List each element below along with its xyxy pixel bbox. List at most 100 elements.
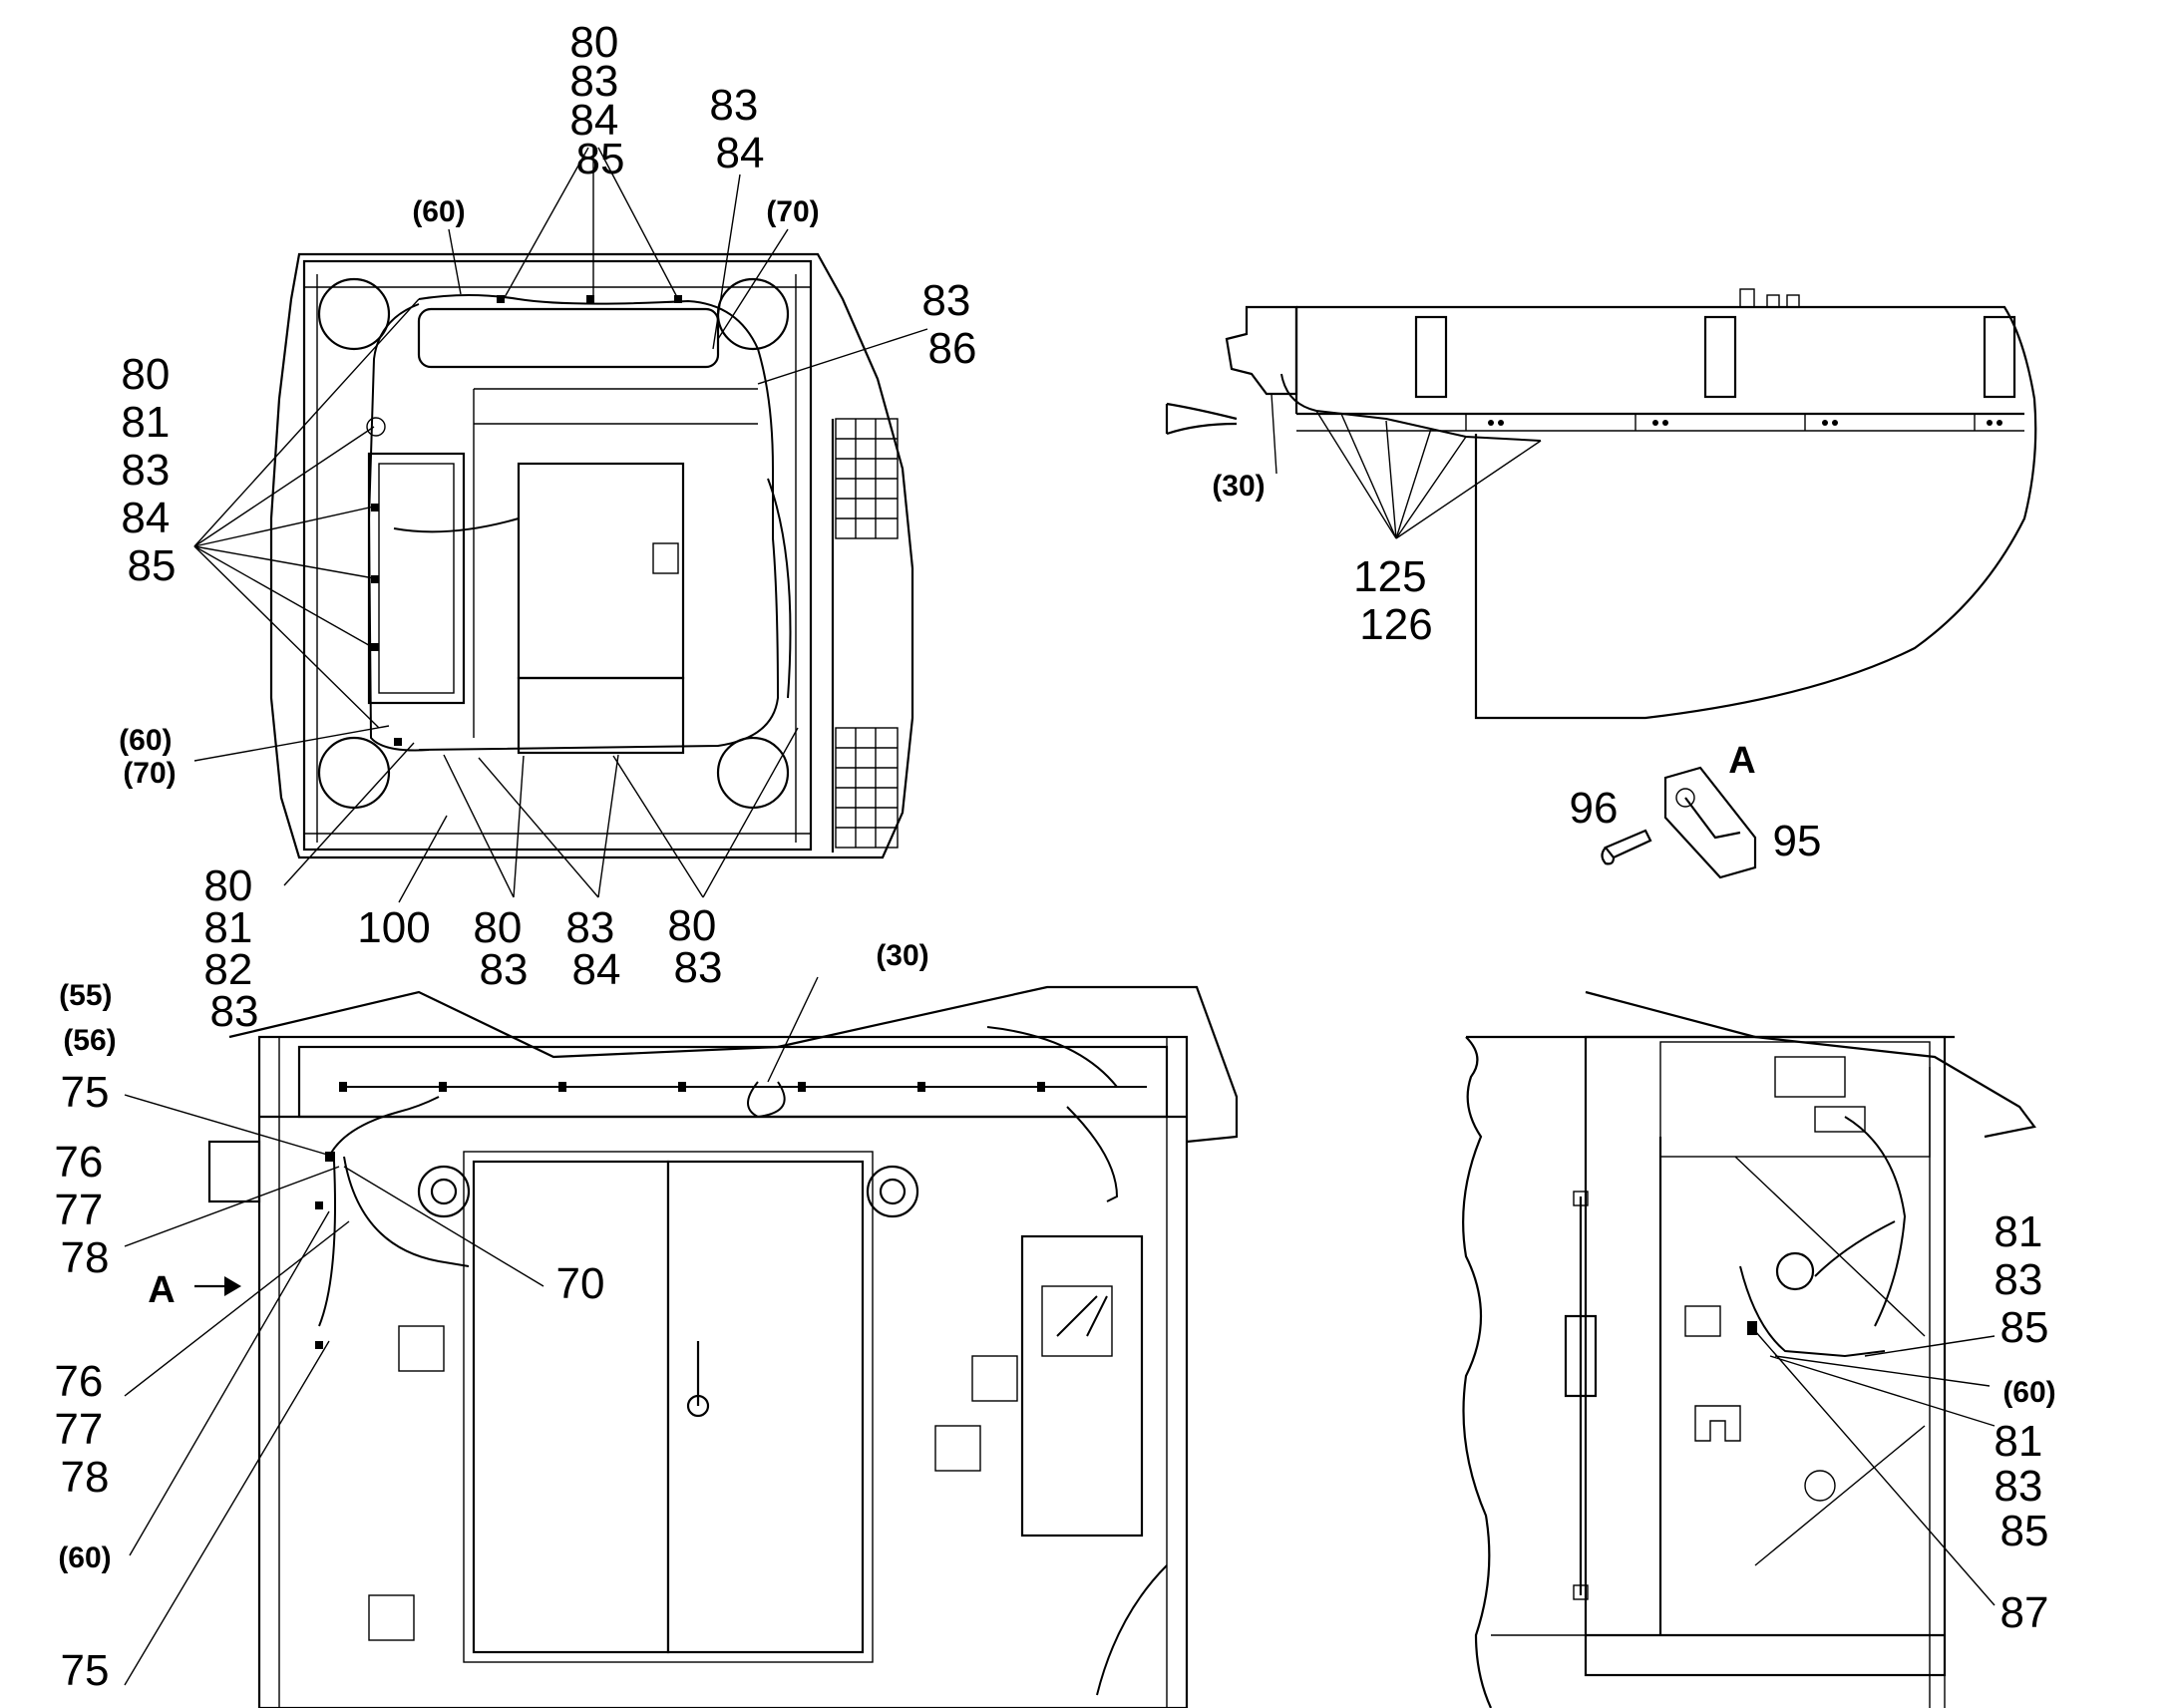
pivot-right bbox=[866, 1165, 919, 1218]
callout-text: 85 bbox=[128, 541, 177, 590]
corner-boss bbox=[716, 736, 790, 810]
bl-control-box bbox=[1020, 1234, 1144, 1537]
callout-text: 77 bbox=[54, 1405, 103, 1454]
callout-96: 96 bbox=[1570, 784, 1619, 833]
callout-text: 83 bbox=[1994, 1462, 2042, 1511]
br-left-break-line bbox=[1462, 1036, 1493, 1708]
callout-70: 70 bbox=[556, 1259, 605, 1308]
bottom-right-view: 81 83 85 (60) 81 83 85 87 bbox=[1462, 990, 2056, 1708]
callout-95: 95 bbox=[1773, 817, 1822, 865]
callout-text: 85 bbox=[2000, 1303, 2049, 1352]
cabinet-door-right bbox=[666, 1160, 865, 1654]
callout-76-77-78-b: 76 77 78 bbox=[54, 1357, 115, 1502]
wire-harness bbox=[367, 303, 430, 752]
callout-text: 83 bbox=[210, 987, 259, 1036]
callout-80-83-a: 80 83 bbox=[473, 903, 534, 994]
wire-harness bbox=[418, 294, 780, 751]
callout-81-83-85-a: 81 83 85 bbox=[1994, 1207, 2054, 1352]
callout-text: 84 bbox=[572, 945, 621, 994]
bl-frame bbox=[257, 1035, 1189, 1708]
callout-text: 80 bbox=[203, 861, 252, 910]
left-unit bbox=[367, 452, 466, 705]
frame-rect bbox=[302, 259, 813, 852]
callout-83-84-b: 83 84 bbox=[565, 903, 626, 994]
cabinet-door-left bbox=[472, 1160, 670, 1654]
callout-80-83-84-85: 80 83 84 85 bbox=[569, 18, 630, 183]
callout-125-126: 125 126 bbox=[1353, 552, 1439, 649]
br-upper-plate bbox=[1659, 1041, 1931, 1158]
center-panel bbox=[517, 462, 685, 680]
roof-harness bbox=[1280, 373, 1542, 442]
br-diagonal-brace bbox=[1734, 1156, 1926, 1337]
callout-text: 80 bbox=[569, 18, 618, 67]
bl-side-box bbox=[207, 1140, 261, 1203]
ref-30: (30) bbox=[1212, 470, 1265, 503]
callout-text: 78 bbox=[61, 1453, 110, 1502]
callout-text: 83 bbox=[709, 81, 758, 130]
callout-text: 82 bbox=[203, 945, 252, 994]
corner-boss bbox=[317, 277, 391, 351]
callout-text: 83 bbox=[1994, 1255, 2042, 1304]
callout-text: 80 bbox=[473, 903, 522, 952]
callout-80-81-82-83: 80 81 82 83 bbox=[203, 861, 264, 1036]
callout-text: 78 bbox=[61, 1233, 110, 1282]
callout-83-86: 83 86 bbox=[921, 276, 982, 373]
bl-top-outline bbox=[228, 985, 1239, 1144]
roof-panel bbox=[1983, 315, 2016, 399]
outer-housing-outline bbox=[269, 252, 914, 859]
ref-30: (30) bbox=[876, 939, 928, 972]
bolt-part bbox=[1601, 829, 1652, 865]
ref-55-56: (55) (56) bbox=[59, 979, 121, 1057]
lower-center-panel bbox=[517, 676, 685, 755]
callout-100: 100 bbox=[357, 903, 430, 952]
callout-text: 86 bbox=[928, 324, 977, 373]
callout-text: 83 bbox=[565, 903, 614, 952]
ref-70: (70) bbox=[766, 195, 819, 228]
top-duct bbox=[417, 307, 720, 369]
callout-text: (55) bbox=[59, 979, 112, 1012]
detail-a-title: A bbox=[1728, 740, 1755, 782]
callout-text: 81 bbox=[1994, 1207, 2042, 1256]
callout-text: 125 bbox=[1353, 552, 1426, 601]
callout-76-77-78-a: 76 77 78 bbox=[54, 1138, 115, 1282]
ref-60: (60) bbox=[2002, 1376, 2055, 1409]
ref-60: (60) bbox=[412, 195, 465, 228]
callout-87: 87 bbox=[2000, 1588, 2049, 1637]
callout-text: 84 bbox=[569, 96, 618, 145]
view-arrow-a-label: A bbox=[148, 1269, 175, 1311]
bottom-left-view: (30) (55) (56) 75 76 77 78 A 70 76 77 78… bbox=[54, 939, 1239, 1708]
callout-text: 83 bbox=[569, 57, 618, 106]
corner-boss bbox=[317, 736, 391, 810]
roof-panel bbox=[1703, 315, 1737, 399]
top-left-view: 80 83 84 85 83 84 83 86 80 81 83 84 85 8… bbox=[119, 18, 982, 1036]
ref-60-70: (60) (70) bbox=[119, 724, 181, 790]
callout-80-81-83-84-85: 80 81 83 84 85 bbox=[121, 350, 182, 590]
ref-60: (60) bbox=[58, 1541, 111, 1574]
callout-75-b: 75 bbox=[61, 1646, 110, 1695]
callout-text: 126 bbox=[1359, 600, 1432, 649]
callout-text: 83 bbox=[480, 945, 529, 994]
callout-text: (56) bbox=[63, 1024, 116, 1057]
br-frame bbox=[1584, 1035, 1947, 1677]
callout-text: 84 bbox=[716, 129, 765, 177]
callout-text: 81 bbox=[121, 398, 170, 447]
callout-text: 80 bbox=[121, 350, 170, 399]
callout-text: 81 bbox=[203, 903, 252, 952]
callout-75-a: 75 bbox=[61, 1068, 110, 1117]
callout-text: 77 bbox=[54, 1186, 103, 1234]
clip-part bbox=[1663, 766, 1757, 879]
callout-text: 83 bbox=[121, 446, 170, 495]
callout-81-83-85-b: 81 83 85 bbox=[1994, 1417, 2054, 1555]
callout-text: 85 bbox=[2000, 1507, 2049, 1555]
pivot-left bbox=[417, 1165, 471, 1218]
callout-text: 76 bbox=[54, 1357, 103, 1406]
bl-upper-rail bbox=[297, 1045, 1169, 1119]
br-top-outline bbox=[1585, 990, 2036, 1139]
callout-text: 81 bbox=[1994, 1417, 2042, 1466]
callout-80-83-b: 80 83 bbox=[667, 901, 728, 992]
roof-bracket bbox=[1225, 305, 1298, 396]
callout-text: 76 bbox=[54, 1138, 103, 1187]
roof-panel bbox=[1414, 315, 1448, 399]
callout-text: 83 bbox=[674, 943, 723, 992]
callout-text: 83 bbox=[921, 276, 970, 325]
